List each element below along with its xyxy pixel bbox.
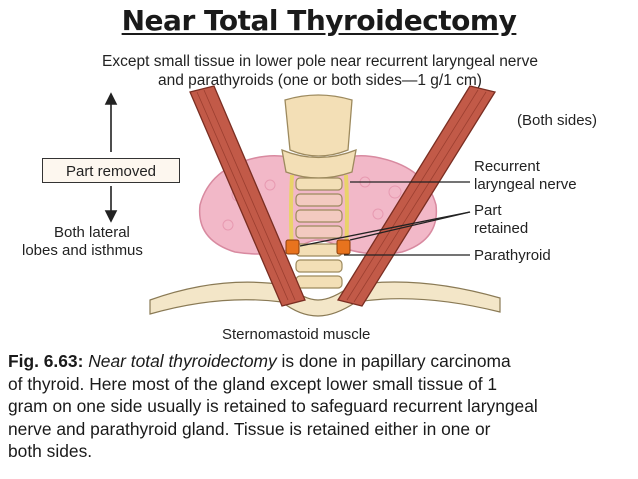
- caption-line-4: nerve and parathyroid gland. Tissue is r…: [8, 418, 491, 439]
- muscle-fibers-right: [346, 89, 487, 303]
- caption-term: Near total thyroidectomy: [88, 351, 277, 371]
- cricoid-cartilage: [281, 148, 357, 179]
- figure-number: Fig. 6.63:: [8, 351, 84, 371]
- recurrent-label-line-1: Recurrent: [474, 158, 540, 175]
- trachea: [295, 177, 343, 289]
- lobes-label: Both lateral lobes and isthmus: [22, 224, 143, 260]
- lobes-label-line-2: lobes and isthmus: [22, 242, 143, 259]
- procedure-description: Except small tissue in lower pole near r…: [30, 52, 610, 90]
- retained-label-line-1: Part: [474, 202, 502, 219]
- recurrent-label-line-2: laryngeal nerve: [474, 176, 577, 193]
- retained-label-line-2: retained: [474, 220, 529, 237]
- recurrent-nerve-label: Recurrent laryngeal nerve: [474, 158, 577, 194]
- figure-caption: Fig. 6.63: Near total thyroidectomy is d…: [8, 350, 634, 463]
- double-arrow-icon: [104, 92, 118, 223]
- muscle-fibers-left: [196, 89, 296, 301]
- lobes-label-line-1: Both lateral: [54, 224, 130, 241]
- description-line-1: Except small tissue in lower pole near r…: [102, 53, 538, 70]
- leader-lines: [299, 181, 471, 256]
- parathyroid-right: [336, 239, 351, 255]
- caption-line-1-rest: is done in papillary carcinoma: [276, 351, 511, 371]
- caption-line-2: of thyroid. Here most of the gland excep…: [8, 373, 498, 394]
- page-title: Near Total Thyroidectomy: [121, 4, 517, 37]
- both-sides-label: (Both sides): [517, 112, 598, 129]
- caption-line-5: both sides.: [8, 441, 93, 461]
- caption-line-1: Fig. 6.63: Near total thyroidectomy is d…: [8, 350, 634, 373]
- parathyroid-label: Parathyroid: [474, 247, 551, 264]
- part-retained-label: Part retained: [474, 202, 528, 238]
- part-removed-box: Part removed: [42, 158, 180, 183]
- caption-line-3: gram on one side usually is retained to …: [8, 396, 538, 416]
- sternomastoid-label: Sternomastoid muscle: [222, 326, 371, 343]
- larynx-cartilage: [284, 94, 353, 157]
- parathyroid-left: [285, 239, 300, 255]
- description-line-2: and parathyroids (one or both sides—1 g/…: [158, 72, 482, 89]
